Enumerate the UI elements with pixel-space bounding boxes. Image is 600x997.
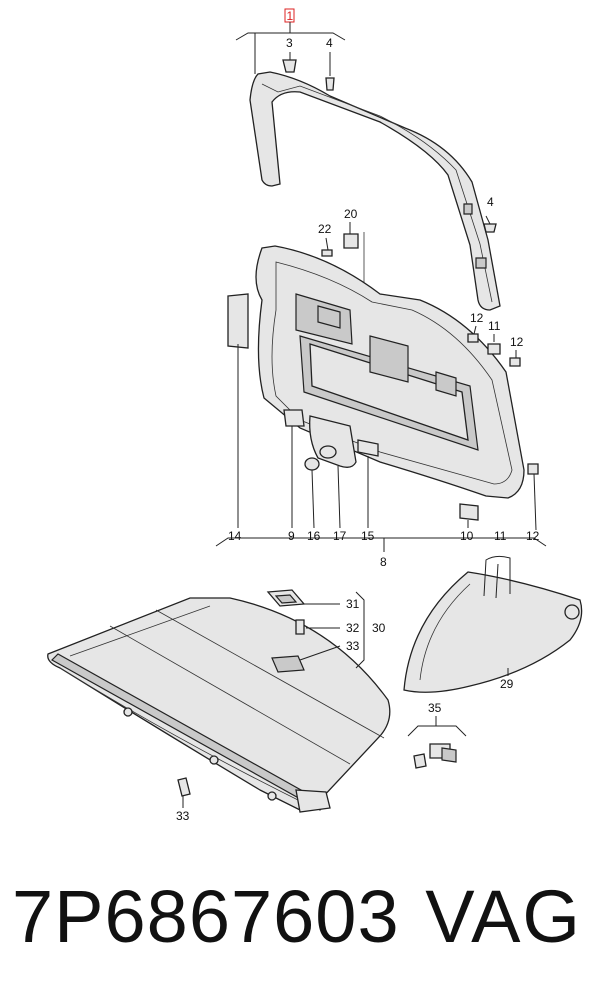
luggage-cover-part: 31 32 33 30 33 bbox=[47, 589, 391, 823]
callout-12-upper: 12 bbox=[470, 311, 484, 325]
callout-35: 35 bbox=[428, 701, 442, 715]
callout-33-lower: 33 bbox=[176, 809, 190, 823]
callout-12-right: 12 bbox=[510, 335, 524, 349]
storage-bag-part: 29 bbox=[403, 555, 583, 693]
callout-12-lower: 12 bbox=[526, 529, 540, 543]
callout-10: 10 bbox=[460, 529, 474, 543]
tailgate-inner-trim-part: 20 22 14 12 11 12 bbox=[215, 207, 547, 569]
callout-11-lower: 11 bbox=[494, 529, 507, 543]
callout-14: 14 bbox=[228, 529, 242, 543]
fastener-set-part: 35 bbox=[407, 701, 467, 769]
callout-8: 8 bbox=[380, 555, 387, 569]
callout-31: 31 bbox=[346, 597, 360, 611]
callout-4-right: 4 bbox=[487, 195, 494, 209]
parts-exploded-diagram: 1 3 4 4 20 22 bbox=[47, 8, 583, 823]
callout-22: 22 bbox=[318, 222, 332, 236]
callout-15: 15 bbox=[361, 529, 375, 543]
callout-29: 29 bbox=[500, 677, 514, 691]
part-number: 7P6867603 bbox=[12, 875, 400, 958]
callout-32: 32 bbox=[346, 621, 360, 635]
upper-trim-frame-part: 1 3 4 4 bbox=[235, 8, 501, 311]
footer: 7P6867603 VAG bbox=[0, 862, 600, 982]
callout-4-top: 4 bbox=[326, 36, 333, 50]
callout-9: 9 bbox=[288, 529, 295, 543]
callout-1: 1 bbox=[287, 9, 294, 23]
callout-33-upper: 33 bbox=[346, 639, 360, 653]
callout-17: 17 bbox=[333, 529, 347, 543]
callout-16: 16 bbox=[307, 529, 321, 543]
callout-11-upper: 11 bbox=[488, 319, 501, 333]
callout-30: 30 bbox=[372, 621, 386, 635]
brand-name: VAG bbox=[425, 875, 582, 958]
callout-20: 20 bbox=[344, 207, 358, 221]
callout-3: 3 bbox=[286, 36, 293, 50]
